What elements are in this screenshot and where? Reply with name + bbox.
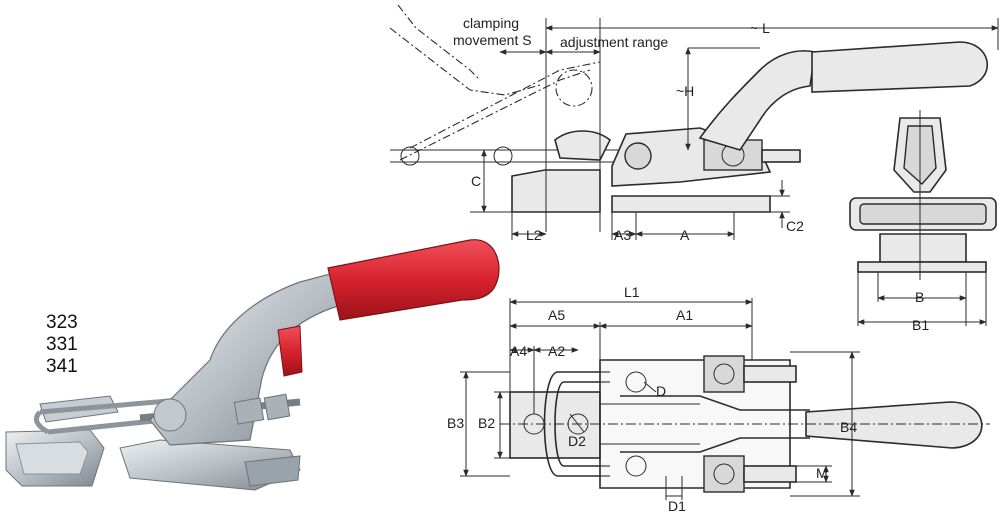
model-number: 323 [46, 312, 78, 333]
label-H: ~H [676, 83, 694, 99]
side-view: clamping movement S adjustment range ~ L… [389, 4, 999, 243]
model-number: 341 [46, 356, 78, 377]
label-M: M [816, 465, 828, 481]
label-A1: A1 [676, 307, 693, 323]
label-L1: L1 [624, 284, 640, 300]
label-B1: B1 [912, 317, 929, 333]
label-adjustment-range: adjustment range [560, 34, 668, 50]
clamp-photo [5, 239, 500, 491]
end-view: B B1 [849, 110, 997, 333]
top-view: L1 A5 A1 A4 A2 D D2 B3 B2 B4 M D1 [447, 284, 990, 514]
label-A: A [680, 227, 690, 243]
label-C: C [471, 173, 481, 189]
label-clamping-1: clamping [463, 15, 519, 31]
label-L: ~ L [750, 20, 770, 36]
label-L2: L2 [526, 227, 542, 243]
model-numbers: 323 331 341 [46, 312, 78, 378]
label-B2: B2 [478, 415, 495, 431]
label-A4: A4 [510, 343, 527, 359]
label-D1: D1 [668, 498, 686, 514]
label-B: B [915, 289, 924, 305]
label-A2: A2 [548, 343, 565, 359]
label-D: D [656, 383, 666, 399]
label-D2: D2 [568, 433, 586, 449]
label-clamping-2: movement S [453, 32, 532, 48]
label-B3: B3 [447, 415, 464, 431]
label-A5: A5 [548, 307, 565, 323]
label-C2: C2 [786, 218, 804, 234]
label-B4: B4 [840, 419, 857, 435]
model-number: 331 [46, 334, 78, 355]
label-A3: A3 [614, 227, 631, 243]
